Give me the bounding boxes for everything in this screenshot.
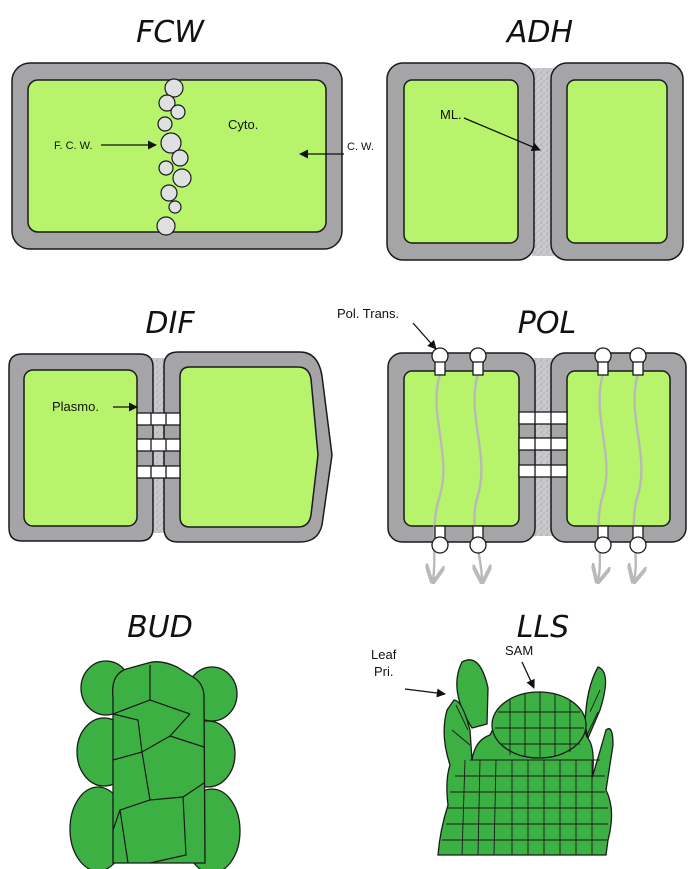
panel-bud: BUD (70, 610, 240, 869)
cytoplasm-left (404, 371, 519, 526)
panel-pol: POL Pol. Trans. (337, 306, 686, 580)
label-leaf-1: Leaf (371, 647, 397, 662)
plasmodesmata (519, 412, 567, 477)
panel-title: POL (518, 306, 576, 341)
panel-title: ADH (505, 15, 573, 50)
cytoplasm-right (567, 80, 667, 243)
cytoplasm-right (567, 371, 670, 526)
panel-title: FCW (136, 15, 205, 50)
bud-tissue (70, 661, 240, 869)
panel-lls: LLS SAM Leaf Pri. (371, 610, 613, 855)
panel-dif: DIF Plasmo. (9, 306, 332, 542)
label-fcw: F. C. W. (54, 140, 93, 152)
panel-fcw: FCW F. C. W. Cyto. C. W. (12, 15, 374, 249)
plasmodesmata (137, 413, 180, 478)
meristem-tissue (438, 660, 613, 855)
label-pol-trans: Pol. Trans. (337, 306, 399, 321)
arrow-pol (413, 323, 436, 349)
label-cyto: Cyto. (228, 117, 258, 132)
label-sam: SAM (505, 643, 533, 658)
arrow-sam (522, 662, 534, 688)
cytoplasm-left (404, 80, 518, 243)
label-ml: ML. (440, 107, 462, 122)
panel-title: LLS (517, 610, 569, 645)
panel-title: DIF (145, 306, 195, 341)
cytoplasm-right (180, 367, 318, 527)
label-cw: C. W. (347, 141, 374, 153)
panel-title: BUD (127, 610, 193, 645)
label-plasmo: Plasmo. (52, 399, 99, 414)
arrow-leaf (405, 689, 445, 694)
panel-adh: ADH ML. (387, 15, 683, 260)
cytoplasm-left (24, 370, 137, 526)
label-leaf-2: Pri. (374, 664, 394, 679)
